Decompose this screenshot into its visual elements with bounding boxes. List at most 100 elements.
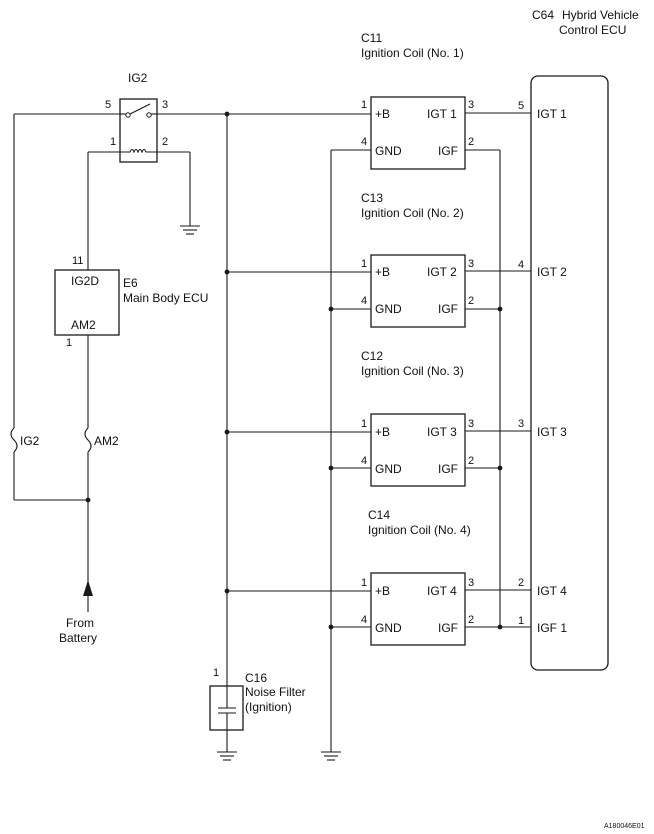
junction-dot <box>224 111 230 117</box>
ecu-pin-number: 3 <box>518 418 524 430</box>
body-ecu-pin-ig2d: 11 <box>72 255 83 267</box>
coil-label-igf: IGF <box>438 621 458 635</box>
arrow-up-icon <box>83 580 93 596</box>
coil-pin-b: 1 <box>361 418 367 430</box>
ig2-relay: IG2 5 3 1 2 <box>87 71 200 270</box>
ignition-coil-4: C14 Ignition Coil (No. 4) +B GND IGT 4 I… <box>361 508 474 646</box>
junction-dot <box>497 465 503 471</box>
battery-label: From <box>66 616 94 630</box>
gnd-bus <box>321 149 371 761</box>
fuse-icon <box>10 427 18 453</box>
ecu-pin-label: IGT 2 <box>537 265 567 279</box>
junction-dot <box>328 624 334 630</box>
fuse-ig2-label: IG2 <box>20 434 40 448</box>
coil-pin-igf: 2 <box>468 295 474 307</box>
ecu-pin-number: 2 <box>518 577 524 589</box>
relay-pin-3: 3 <box>162 99 168 111</box>
junction-dot <box>328 306 334 312</box>
coil-name: Ignition Coil (No. 2) <box>361 206 464 220</box>
body-ecu-code: E6 <box>123 276 138 290</box>
coil-pin-b: 1 <box>361 577 367 589</box>
power-bus <box>157 111 371 686</box>
coil-pin-igf: 2 <box>468 455 474 467</box>
coil-name: Ignition Coil (No. 4) <box>368 523 471 537</box>
coil-pin-igt: 3 <box>468 418 474 430</box>
switch-contact <box>146 112 152 118</box>
battery-label-2: Battery <box>59 631 97 645</box>
ecu-box <box>530 75 609 671</box>
coil-code: C12 <box>361 349 383 363</box>
coil-pin-gnd: 4 <box>361 455 367 467</box>
ecu-pin-number: 4 <box>518 259 524 271</box>
ignition-coil-3: C12 Ignition Coil (No. 3) +B GND IGT 3 I… <box>361 349 474 487</box>
coil-label-gnd: GND <box>375 462 402 476</box>
junction-dot <box>224 588 230 594</box>
ecu-pin-label: IGT 3 <box>537 425 567 439</box>
ignition-coil-2: C13 Ignition Coil (No. 2) +B GND IGT 2 I… <box>361 191 474 328</box>
coil-label-b: +B <box>375 425 390 439</box>
ignition-coil-1: C11 Ignition Coil (No. 1) +B GND IGT 1 I… <box>361 31 474 170</box>
ground-icon <box>180 225 200 235</box>
coil-pin-igt: 3 <box>468 258 474 270</box>
ecu-pin-label: IGF 1 <box>537 621 567 635</box>
coil-pin-igt: 3 <box>468 99 474 111</box>
coil-pin-igf: 2 <box>468 614 474 626</box>
fuse-am2-label: AM2 <box>94 434 119 448</box>
signal-wires <box>465 112 531 630</box>
noise-filter-name: Noise Filter <box>245 685 306 699</box>
coil-box <box>370 413 466 487</box>
junction-dot <box>85 497 91 503</box>
relay-pin-5: 5 <box>105 99 111 111</box>
coil-code: C14 <box>368 508 390 522</box>
coil-pin-gnd: 4 <box>361 614 367 626</box>
coil-name: Ignition Coil (No. 3) <box>361 364 464 378</box>
junction-dot <box>328 465 334 471</box>
junction-dot <box>224 429 230 435</box>
figure-id: A180046E01 <box>604 823 645 830</box>
ecu-name-line2: Control ECU <box>559 23 626 37</box>
coil-pin-igt: 3 <box>468 577 474 589</box>
noise-filter-pin: 1 <box>213 667 219 679</box>
ecu-pin-label: IGT 4 <box>537 584 567 598</box>
coil-code: C11 <box>361 31 382 45</box>
coil-label-igt: IGT 3 <box>427 425 457 439</box>
junction-dot <box>497 306 503 312</box>
coil-pin-b: 1 <box>361 258 367 270</box>
switch-icon <box>129 103 151 115</box>
coil-code: C13 <box>361 191 383 205</box>
coil-label-igt: IGT 1 <box>427 107 457 121</box>
coil-label-igt: IGT 4 <box>427 584 457 598</box>
switch-contact <box>125 112 131 118</box>
ecu-name-line1: Hybrid Vehicle <box>562 8 639 22</box>
relay-name: IG2 <box>128 71 148 85</box>
hybrid-vehicle-ecu: C64 Hybrid Vehicle Control ECU IGT 1 IGT… <box>518 8 639 671</box>
ground-icon <box>217 751 237 761</box>
body-ecu-label-am2: AM2 <box>71 318 96 332</box>
noise-filter-code: C16 <box>245 671 267 685</box>
noise-filter-name-2: (Ignition) <box>245 700 292 714</box>
body-ecu-label-ig2d: IG2D <box>71 274 99 288</box>
junction-dot <box>497 624 503 630</box>
body-ecu-pin-am2: 1 <box>66 337 72 349</box>
relay-pin-2: 2 <box>162 136 168 148</box>
coil-label-gnd: GND <box>375 144 402 158</box>
coil-label-igf: IGF <box>438 302 458 316</box>
ecu-pin-label: IGT 1 <box>537 107 567 121</box>
junction-dot <box>224 269 230 275</box>
coil-label-igf: IGF <box>438 144 458 158</box>
coil-label-b: +B <box>375 107 390 121</box>
coil-label-igt: IGT 2 <box>427 265 457 279</box>
noise-filter: 1 C16 Noise Filter (Ignition) <box>209 667 306 761</box>
coil-box <box>370 254 466 328</box>
coil-label-gnd: GND <box>375 621 402 635</box>
body-ecu-box <box>54 269 120 336</box>
coil-name: Ignition Coil (No. 1) <box>361 46 464 60</box>
coil-icon <box>120 148 157 154</box>
ground-icon <box>321 751 341 761</box>
coil-pin-gnd: 4 <box>361 136 367 148</box>
fuse-icon <box>84 427 92 453</box>
coil-label-b: +B <box>375 584 390 598</box>
coil-label-gnd: GND <box>375 302 402 316</box>
coil-box <box>370 96 466 170</box>
